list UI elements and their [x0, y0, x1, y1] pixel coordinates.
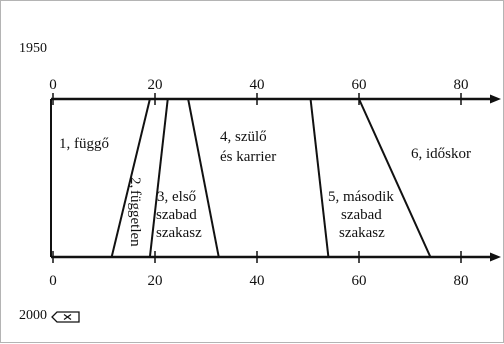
top-axis-arrowhead: [490, 94, 501, 104]
phase-boundary-5: [358, 98, 432, 258]
top-tick-label-40: 40: [250, 77, 265, 93]
phase-boundaries: [110, 98, 432, 258]
top-tick-label-80: 80: [454, 77, 469, 93]
phase-6-label: 6, időskor: [411, 146, 471, 162]
phase-4-label: 4, szülő és karrier: [220, 129, 276, 165]
top-tick-label-60: 60: [352, 77, 367, 93]
top-age-axis: 0 20 40 60 80: [49, 77, 501, 105]
bottom-tick-label-0: 0: [49, 273, 57, 289]
year-marker-icon: [51, 311, 80, 323]
bottom-axis-arrowhead: [490, 252, 501, 262]
phase-5-label: 5, második szabad szakasz: [328, 189, 398, 241]
phase-2-label: 2, független: [127, 177, 143, 247]
bottom-tick-label-60: 60: [352, 273, 367, 289]
bottom-tick-label-20: 20: [148, 273, 163, 289]
phase-boundary-1: [110, 98, 151, 258]
bottom-age-axis: 0 20 40 60 80: [49, 251, 501, 289]
top-tick-label-0: 0: [49, 77, 57, 93]
year-top-label: 1950: [19, 41, 47, 56]
year-bottom-label: 2000: [19, 308, 47, 323]
phase-boundary-2: [148, 98, 169, 258]
bottom-tick-label-80: 80: [454, 273, 469, 289]
phase-3-label: 3, első szabad szakasz: [156, 189, 202, 241]
phase-boundary-4: [309, 98, 330, 258]
phase-boundary-3: [187, 98, 220, 258]
top-tick-label-20: 20: [148, 77, 163, 93]
bottom-tick-label-40: 40: [250, 273, 265, 289]
phase-1-label: 1, függő: [59, 136, 109, 152]
